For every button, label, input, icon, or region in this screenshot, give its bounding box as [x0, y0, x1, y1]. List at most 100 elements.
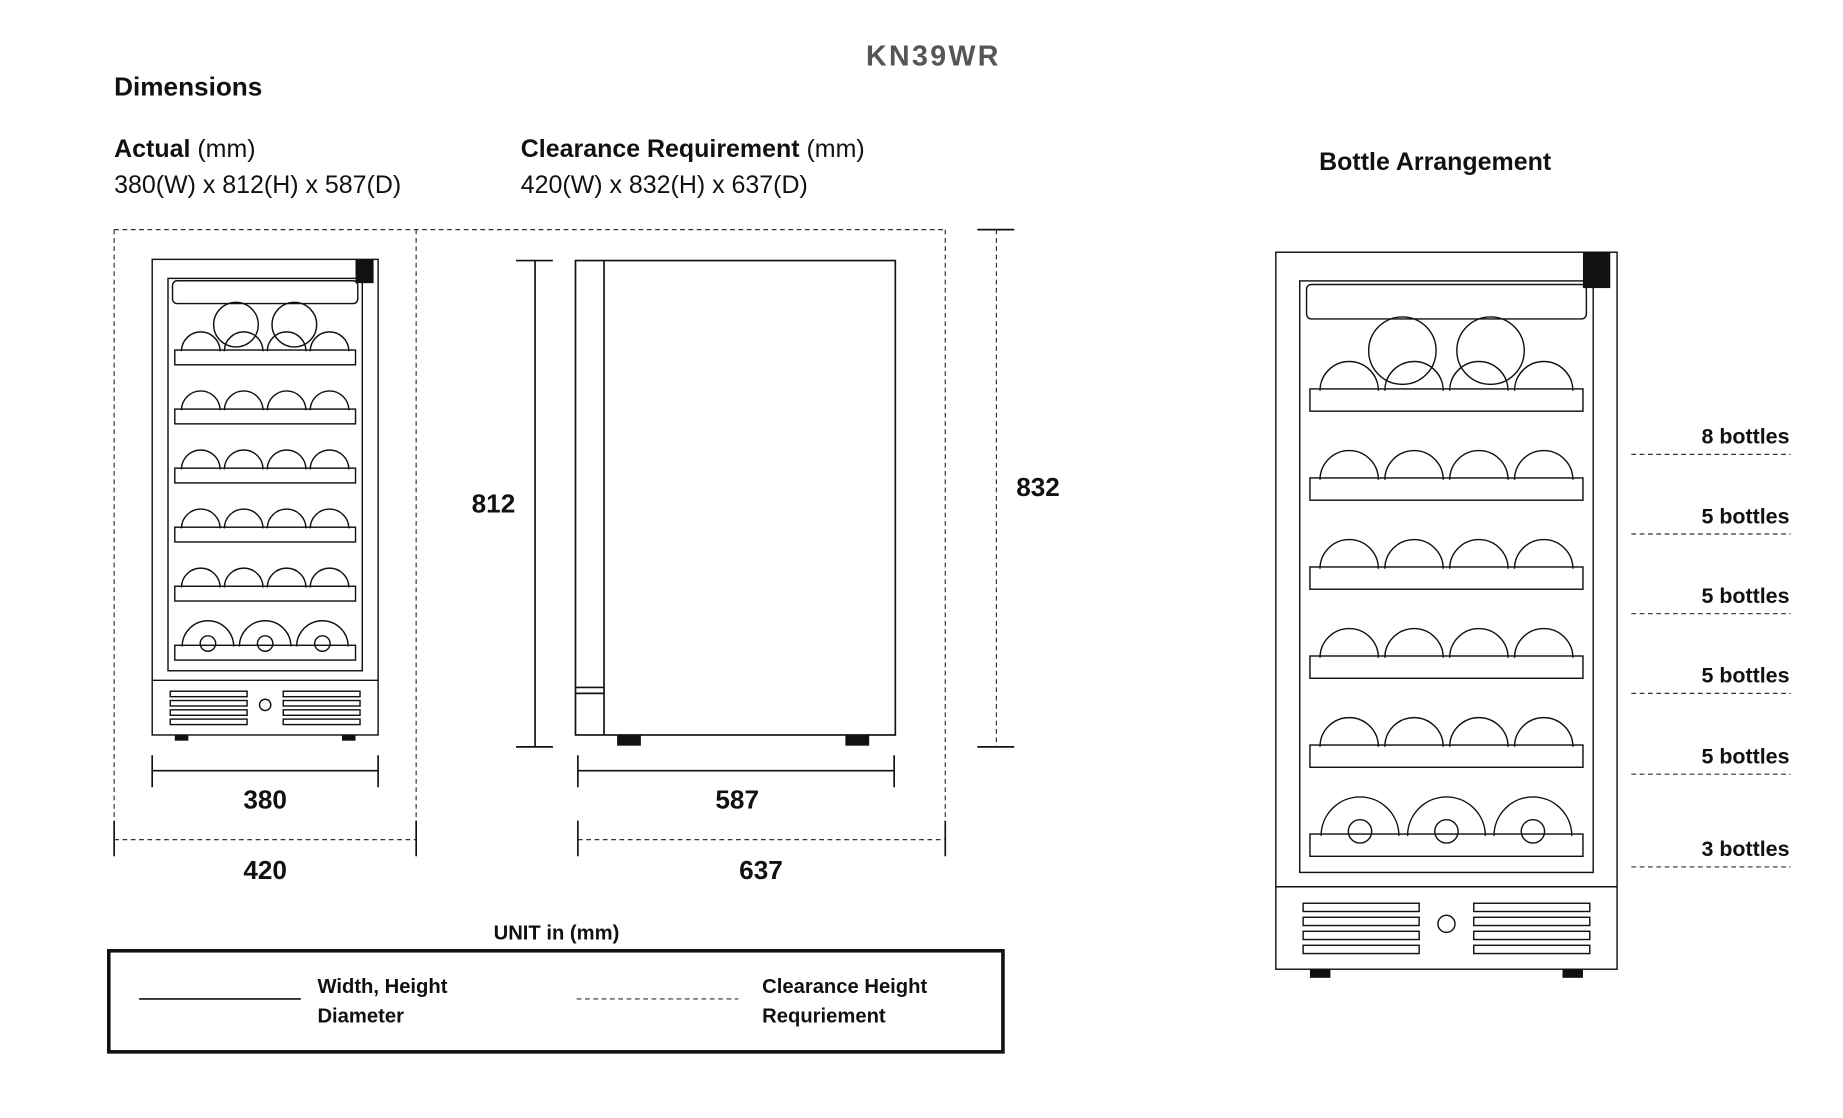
bottle-icon: [266, 390, 307, 411]
bottle-icon: [1367, 316, 1437, 386]
foot: [1562, 969, 1583, 978]
bottle-icon: [180, 390, 221, 411]
vent-slot: [1473, 916, 1591, 927]
fridge-bottle-view: [1275, 251, 1618, 978]
fridge-front-view: [151, 258, 379, 741]
shelf-front: [174, 467, 357, 484]
bottle-icon: [1319, 361, 1380, 391]
vent-slot: [282, 718, 361, 726]
bottle-icon: [1319, 450, 1380, 480]
bottle-icon: [223, 331, 264, 352]
clearance-depth-dimension: 637: [577, 820, 947, 885]
vent-slot: [282, 699, 361, 707]
vent-slot: [169, 709, 248, 716]
bottle-icon: [212, 301, 259, 348]
bottle-icon: [180, 508, 221, 529]
cabinet-outline: [151, 258, 379, 736]
depth-value: 587: [715, 785, 759, 815]
bottle-neck-icon: [256, 635, 274, 652]
bottle-icon: [223, 508, 264, 529]
bottle-icon: [309, 331, 350, 352]
clearance-unit: (mm): [806, 135, 864, 163]
bottle-neck-icon: [1520, 818, 1546, 844]
bottle-icon: [1384, 628, 1444, 658]
shelf-capacity-label: 5 bottles: [1702, 664, 1790, 688]
width-dimension: 380: [151, 755, 379, 815]
vent-slot: [282, 709, 361, 716]
bottle-neck-icon: [1434, 818, 1459, 844]
bottle-icon: [266, 331, 307, 352]
vent-slot: [1302, 916, 1420, 927]
shelf-front: [1309, 388, 1584, 412]
bottle-icon: [1448, 628, 1509, 658]
bottle-icon: [309, 567, 350, 588]
width-value: 380: [243, 785, 287, 815]
height-value: 812: [472, 489, 516, 519]
shelf-capacity-label: 5 bottles: [1702, 584, 1790, 608]
bottle-icon: [1319, 717, 1380, 747]
bottle-icon: [1384, 539, 1444, 569]
shelf-capacity-label: 5 bottles: [1702, 745, 1790, 769]
legend-dashed-line2: Requriement: [762, 1006, 886, 1028]
actual-heading: Actual (mm): [114, 135, 255, 163]
vent-slot: [169, 690, 248, 698]
bottle-icon: [1384, 717, 1444, 747]
bottle-icon: [223, 390, 264, 411]
vent-slot: [1302, 930, 1420, 941]
shelf-front: [174, 408, 357, 425]
bottle-icon: [266, 508, 307, 529]
shelf-capacity-labels: 8 bottles 5 bottles 5 bottles 5 bottles 5 bo…: [1631, 425, 1791, 868]
cabinet-outline: [1275, 251, 1618, 970]
section-title: Dimensions: [114, 71, 262, 101]
depth-dimension: 587: [577, 755, 895, 815]
vent-slot: [169, 699, 248, 707]
bottle-icon: [1513, 450, 1574, 480]
bottle-icon: [180, 331, 221, 352]
foot: [341, 734, 356, 741]
fridge-side-view: [574, 259, 897, 746]
bottle-icon: [1448, 539, 1509, 569]
legend-dashed-line1: Clearance Height: [762, 976, 927, 998]
bottle-icon: [266, 567, 307, 588]
bottle-icon: [1384, 361, 1444, 391]
vent-slot: [282, 690, 361, 698]
vent-slot: [1473, 930, 1591, 941]
bottle-icon: [223, 449, 264, 470]
shelf-front: [174, 526, 357, 543]
line-legend: Width, Height Diameter Clearance Height …: [107, 949, 1005, 1054]
legend-solid-line2: Diameter: [317, 1006, 404, 1028]
bottle-icon: [266, 449, 307, 470]
shelf-capacity-label: 5 bottles: [1702, 504, 1790, 528]
lock-icon: [1437, 914, 1456, 934]
shelf-front: [1309, 566, 1584, 590]
actual-label: Actual: [114, 135, 190, 163]
bottle-icon: [238, 620, 292, 647]
height-dimension: 812: [472, 259, 553, 748]
shelf-front: [1309, 655, 1584, 679]
shelf-front: [1309, 833, 1584, 858]
shelf-front: [1309, 744, 1584, 768]
unit-label: UNIT in (mm): [494, 922, 620, 944]
bottle-icon: [309, 449, 350, 470]
bottle-icon: [1513, 539, 1574, 569]
vent-slot: [169, 718, 248, 726]
bottle-icon: [1448, 361, 1509, 391]
bottle-icon: [309, 390, 350, 411]
clearance-label: Clearance Requirement: [521, 135, 800, 163]
bottle-arrangement-title: Bottle Arrangement: [1319, 148, 1551, 176]
actual-unit: (mm): [197, 135, 255, 163]
bottle-icon: [1319, 539, 1380, 569]
clearance-outline: [113, 229, 946, 821]
vent-slot: [1302, 944, 1420, 955]
lock-icon: [258, 698, 272, 712]
control-panel: [1305, 283, 1588, 320]
clearance-heading: Clearance Requirement (mm): [521, 135, 865, 163]
shelf-capacity-label: 8 bottles: [1702, 425, 1790, 449]
model-title: KN39WR: [866, 41, 1001, 73]
bottle-icon: [1319, 628, 1380, 658]
glass-door: [1299, 280, 1594, 874]
control-panel: [171, 280, 359, 305]
bottle-icon: [180, 449, 221, 470]
bottle-neck-icon: [1347, 818, 1373, 844]
